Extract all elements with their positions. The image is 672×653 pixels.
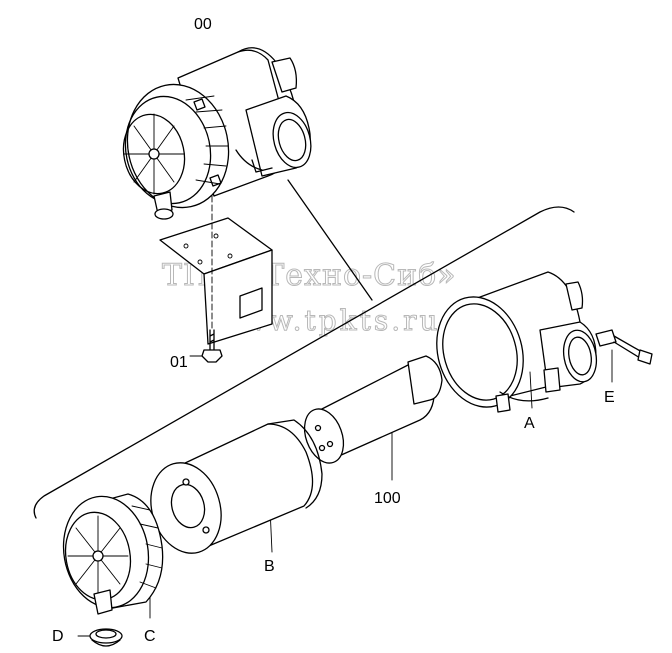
label-b: B: [264, 558, 275, 575]
label-e: E: [604, 389, 615, 406]
label-01: 01: [170, 354, 188, 371]
cover-c: [62, 493, 164, 615]
vacuator-valve-d: [89, 628, 123, 647]
primary-element-b: [150, 419, 323, 554]
label-c: C: [144, 628, 156, 645]
mounting-bracket: [159, 217, 273, 345]
assembly-leader-line: [287, 179, 373, 301]
label-00: 00: [194, 16, 212, 33]
bolt: [189, 329, 223, 363]
label-a: A: [524, 415, 535, 432]
label-d: D: [52, 628, 64, 645]
safety-element-100: [303, 355, 443, 464]
label-100: 100: [374, 490, 401, 507]
housing-a: [436, 271, 598, 413]
restriction-sensor-e: [595, 329, 653, 383]
leader-a: [529, 371, 533, 409]
assembled-air-cleaner: [122, 47, 312, 220]
separator-line: [33, 206, 575, 519]
